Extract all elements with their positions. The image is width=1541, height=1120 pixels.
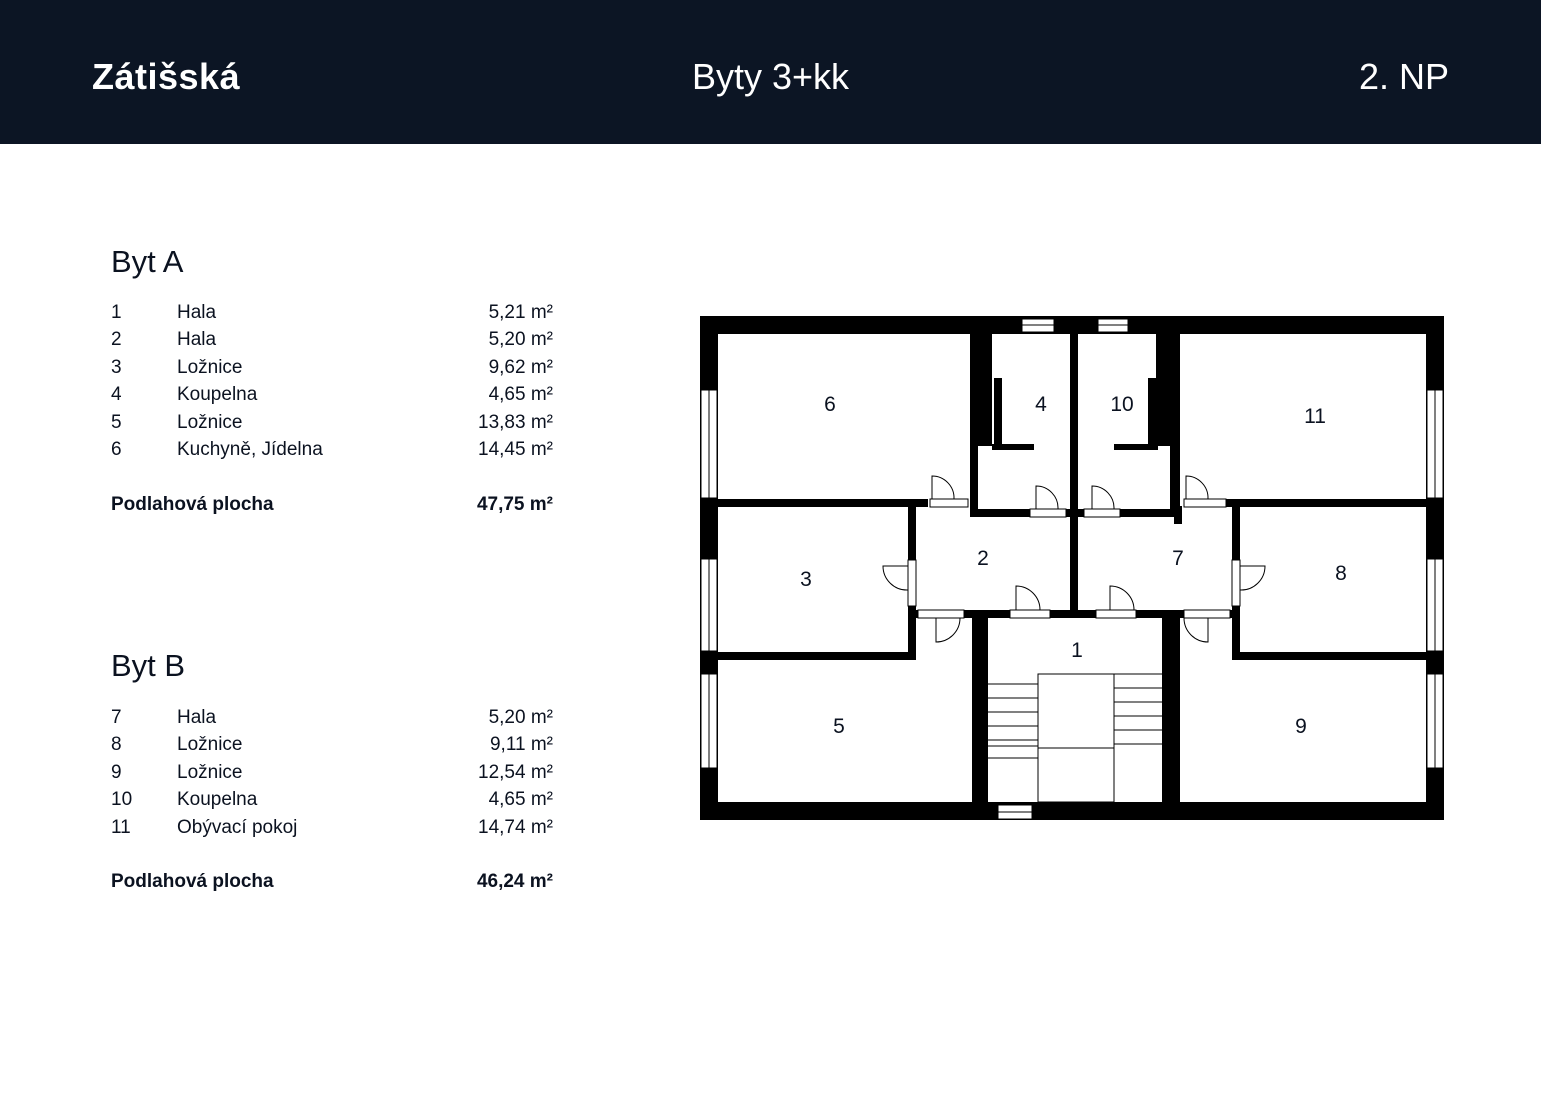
room-row: 11 Obývací pokoj 14,74 m²: [111, 814, 553, 841]
unit-a-title: Byt A: [111, 244, 184, 279]
plan-doors: [882, 475, 1266, 643]
total-area: 47,75 m²: [476, 494, 553, 515]
room-row: 6 Kuchyně, Jídelna 14,45 m²: [111, 436, 553, 463]
room-area: 9,62 m²: [488, 356, 553, 378]
room-name: Ložnice: [177, 734, 243, 756]
room-name: Koupelna: [177, 384, 258, 406]
room-name: Kuchyně, Jídelna: [177, 438, 323, 460]
plan-windows: [700, 318, 1444, 820]
total-area: 46,24 m²: [476, 871, 553, 892]
page-subtitle: Byty 3+kk: [691, 56, 850, 97]
room-label-11: 11: [1304, 405, 1326, 428]
room-row: 2 Hala 5,20 m²: [111, 326, 553, 353]
room-name: Hala: [177, 329, 217, 351]
room-number: 2: [111, 329, 122, 351]
room-label-2: 2: [977, 547, 989, 570]
room-row: 7 Hala 5,20 m²: [111, 704, 553, 731]
room-area: 4,65 m²: [488, 384, 553, 406]
brand-title: Zátišská: [92, 56, 241, 97]
room-number: 1: [111, 302, 122, 323]
room-area: 14,45 m²: [478, 438, 553, 460]
room-name: Ložnice: [177, 411, 243, 433]
room-area: 9,11 m²: [489, 734, 553, 756]
unit-b-total: Podlahová plocha 46,24 m²: [111, 868, 553, 896]
room-area: 5,20 m²: [488, 707, 553, 728]
room-area: 13,83 m²: [478, 411, 553, 433]
room-area: 14,74 m²: [478, 816, 553, 838]
room-label-8: 8: [1335, 562, 1347, 585]
floor-label: 2. NP: [1358, 56, 1449, 97]
room-row: 8 Ložnice 9,11 m²: [111, 731, 553, 758]
header-bar: Zátišská Byty 3+kk 2. NP: [0, 0, 1541, 144]
room-area: 5,21 m²: [488, 302, 553, 323]
room-name: Ložnice: [177, 356, 243, 378]
room-label-3: 3: [800, 568, 812, 591]
unit-a-total: Podlahová plocha 47,75 m²: [111, 491, 553, 519]
room-label-5: 5: [833, 715, 845, 738]
plan-staircase: [988, 673, 1162, 803]
room-number: 4: [111, 384, 122, 406]
room-number: 8: [111, 734, 122, 756]
room-number: 6: [111, 438, 122, 460]
room-number: 3: [111, 356, 122, 378]
room-name: Obývací pokoj: [177, 816, 298, 838]
room-label-9: 9: [1295, 715, 1307, 738]
room-area: 12,54 m²: [478, 761, 553, 783]
room-number: 10: [111, 789, 133, 811]
floor-plan: 1 2 3 4 5 6 7 8 9 10 11: [700, 316, 1444, 820]
room-row: 5 Ložnice 13,83 m²: [111, 409, 553, 436]
room-name: Hala: [177, 707, 217, 728]
room-label-6: 6: [824, 393, 836, 416]
room-row: 1 Hala 5,21 m²: [111, 299, 553, 326]
room-row: 10 Koupelna 4,65 m²: [111, 786, 553, 813]
room-name: Ložnice: [177, 761, 243, 783]
room-label-7: 7: [1172, 547, 1184, 570]
room-name: Koupelna: [177, 789, 258, 811]
room-row: 3 Ložnice 9,62 m²: [111, 354, 553, 381]
plan-room-labels: 1 2 3 4 5 6 7 8 9 10 11: [800, 393, 1347, 738]
plan-window-lines: [708, 324, 1436, 813]
unit-b-title: Byt B: [111, 648, 186, 683]
room-area: 5,20 m²: [488, 329, 553, 351]
room-row: 9 Ložnice 12,54 m²: [111, 759, 553, 786]
room-name: Hala: [177, 302, 217, 323]
total-label: Podlahová plocha: [111, 871, 274, 892]
room-number: 9: [111, 761, 122, 783]
room-label-1: 1: [1071, 639, 1083, 662]
room-number: 5: [111, 411, 122, 433]
room-number: 11: [111, 816, 131, 838]
room-area: 4,65 m²: [488, 789, 553, 811]
room-label-4: 4: [1035, 393, 1047, 416]
total-label: Podlahová plocha: [111, 494, 274, 515]
room-row: 4 Koupelna 4,65 m²: [111, 381, 553, 408]
room-number: 7: [111, 707, 122, 728]
room-label-10: 10: [1110, 393, 1133, 416]
